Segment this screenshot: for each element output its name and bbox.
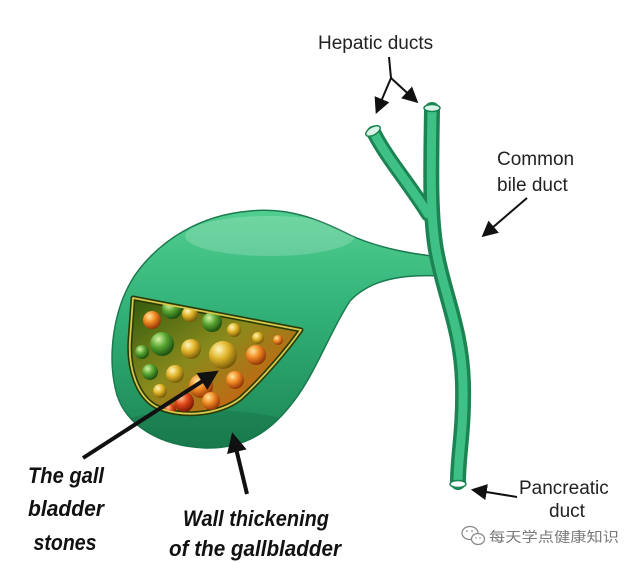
- gallstone: [202, 392, 220, 410]
- hepatic-ducts-label: Hepatic ducts: [318, 33, 433, 54]
- gallstones: [135, 299, 283, 414]
- gallstone: [181, 339, 201, 359]
- common-bile-duct-label-line1: Common: [497, 149, 574, 170]
- gallstone: [209, 341, 237, 369]
- pancreatic-duct-arrow: [470, 484, 518, 500]
- gallstones-arrow: [81, 370, 219, 460]
- wechat-eye: [471, 530, 473, 532]
- wechat-bubble-small: [470, 532, 486, 546]
- gallstones-window: [127, 295, 304, 417]
- common-bile-duct-highlight: [426, 105, 468, 487]
- wall-thickening-label-line2: of the gallbladder: [169, 536, 342, 561]
- gallstone: [227, 323, 241, 337]
- watermark: 每天学点健康知识: [461, 525, 619, 546]
- watermark-text: 每天学点健康知识: [489, 529, 619, 546]
- window-inner-outline: [128, 297, 302, 415]
- pancreatic-duct-opening: [449, 479, 467, 489]
- gallstones-label-line3: stones: [34, 530, 97, 555]
- gallstone: [153, 384, 167, 398]
- gallstone: [143, 311, 161, 329]
- common-bile-duct-label-line2: bile duct: [497, 175, 568, 196]
- wechat-eye: [479, 537, 481, 539]
- gallstone: [246, 345, 266, 365]
- arrows: [81, 56, 528, 500]
- gallstone: [202, 312, 222, 332]
- gallstone: [142, 364, 158, 380]
- wall-thickening-arrow: [227, 432, 249, 495]
- wechat-eye: [466, 530, 468, 532]
- left-hepatic-duct-highlight: [369, 128, 433, 219]
- gallbladder-shadow: [112, 410, 315, 449]
- hepatic-arrow-stem: [388, 56, 392, 79]
- gallstone: [166, 365, 184, 383]
- right-hepatic-duct-opening: [423, 103, 441, 113]
- gallstone: [252, 332, 264, 344]
- wall-thickening-label-line1: Wall thickening: [183, 506, 330, 531]
- wechat-eye: [475, 537, 477, 539]
- pancreatic-duct-label-line1: Pancreatic: [519, 478, 609, 499]
- hepatic-arrow-left: [374, 77, 392, 114]
- wechat-icon: [461, 525, 486, 546]
- bile-ducts: [365, 102, 472, 490]
- gallstone: [135, 345, 149, 359]
- gallstone: [150, 332, 174, 356]
- gallstone: [273, 335, 283, 345]
- gallstone: [226, 371, 244, 389]
- common-bile-duct-arrow: [481, 197, 528, 238]
- gallbladder-highlight: [185, 216, 355, 256]
- left-hepatic-duct-opening: [365, 124, 381, 138]
- gallstones-label-line1: The gall: [28, 463, 105, 488]
- gallstones-label-line2: bladder: [28, 496, 105, 521]
- hepatic-arrow-right: [390, 77, 419, 104]
- pancreatic-duct-label-line2: duct: [549, 501, 586, 522]
